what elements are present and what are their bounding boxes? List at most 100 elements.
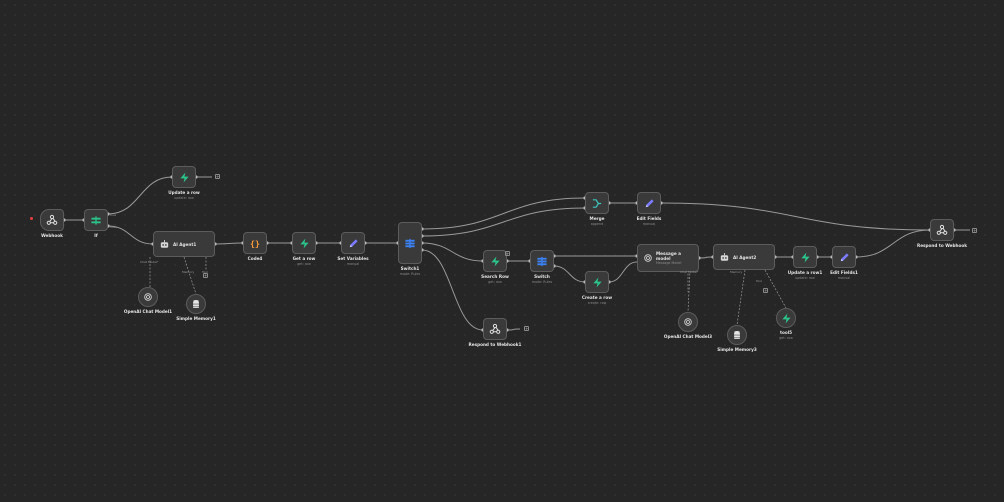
sub-connection (687, 269, 691, 313)
node-label: Edit Fields (636, 216, 662, 221)
node-subtitle: mode: Rules (531, 279, 553, 284)
node-subtitle: mode: Rules (399, 271, 421, 276)
connection (608, 261, 638, 283)
cursor-dot (30, 217, 33, 220)
switch-icon (536, 256, 548, 267)
node-label: If (94, 233, 98, 238)
supabase-icon (781, 312, 792, 324)
connection (660, 202, 931, 231)
node-subtitle: create: row (587, 300, 607, 305)
node-code[interactable]: {} (243, 232, 267, 254)
node-label: Respond to Webhook (916, 243, 968, 248)
add-node-button[interactable]: + (763, 288, 768, 293)
node-switch1[interactable] (398, 222, 422, 264)
supabase-icon (179, 171, 190, 183)
port-label: Tool (756, 279, 762, 283)
sub-connection (736, 269, 746, 326)
node-openai-chat3[interactable] (678, 312, 698, 332)
connection (107, 225, 154, 245)
node-subtitle: Message Model (656, 261, 682, 265)
connection (421, 249, 484, 331)
node-merge[interactable] (585, 192, 609, 214)
node-subtitle: update: row (174, 195, 194, 200)
node-ai-agent1[interactable]: AI Agent1 (153, 231, 215, 257)
node-subtitle: get: row (488, 279, 502, 284)
code-icon: {} (249, 238, 261, 249)
connection (506, 328, 521, 331)
connection (107, 176, 173, 215)
node-edit-fields1[interactable] (832, 246, 856, 268)
node-label: Edit Fields1 (830, 270, 858, 275)
node-simple-memory1[interactable] (186, 294, 206, 314)
node-label: AI Agent2 (733, 254, 757, 260)
node-webhook[interactable] (40, 209, 64, 231)
node-label: OpenAI Chat Model3 (663, 334, 713, 339)
pencil-icon (348, 238, 359, 249)
port-label: Chat Model* (140, 260, 159, 264)
node-set-variables[interactable] (341, 232, 365, 254)
connection (421, 207, 586, 237)
node-label: tool5 (779, 330, 793, 335)
database-icon (191, 299, 201, 309)
node-subtitle: get: row (297, 261, 311, 266)
node-tool5[interactable] (776, 308, 796, 328)
node-label: Search Row (481, 274, 509, 279)
sub-connection (183, 256, 197, 295)
pencil-icon (644, 198, 655, 209)
supabase-icon (299, 237, 310, 249)
node-switch[interactable] (530, 250, 554, 272)
port-label: false (110, 225, 118, 229)
node-create-row[interactable] (585, 271, 609, 293)
node-label: Simple Memory1 (176, 316, 216, 321)
database-icon (732, 330, 742, 340)
node-label: Switch (534, 274, 550, 279)
connection (855, 229, 931, 258)
merge-icon (591, 198, 603, 209)
supabase-icon (490, 255, 501, 267)
node-respond-webhook1[interactable] (483, 318, 507, 340)
node-label: Create a row (581, 295, 613, 300)
node-label: Respond to Webhook1 (468, 342, 522, 347)
node-simple-memory3[interactable] (727, 325, 747, 345)
robot-icon (719, 252, 730, 263)
add-node-button[interactable]: + (972, 228, 977, 233)
node-subtitle: update: row (795, 275, 815, 280)
port-label: Memory (730, 270, 743, 274)
add-node-button[interactable]: + (215, 174, 220, 179)
sub-connection (764, 269, 787, 309)
node-label: Get a row (292, 256, 316, 261)
node-subtitle: get: row (779, 335, 793, 340)
openai-icon (683, 317, 693, 327)
node-search-row[interactable] (483, 250, 507, 272)
node-get-row[interactable] (292, 232, 316, 254)
node-subtitle: manual (642, 221, 656, 226)
add-node-button[interactable]: + (505, 251, 510, 256)
svg-text:{}: {} (250, 238, 260, 248)
node-label: Simple Memory3 (717, 347, 757, 352)
node-openai-chat1[interactable] (138, 287, 158, 307)
node-label: OpenAI Chat Model1 (123, 309, 173, 314)
node-label: Update a row (168, 190, 200, 195)
node-label: Update a row1 (787, 270, 823, 275)
node-if[interactable] (84, 209, 108, 231)
supabase-icon (592, 276, 603, 288)
node-respond-webhook[interactable] (930, 219, 954, 241)
node-update-row[interactable] (172, 166, 196, 188)
robot-icon (159, 239, 170, 250)
node-ai-agent2[interactable]: AI Agent2 (713, 244, 775, 270)
add-node-button[interactable]: + (203, 273, 208, 278)
node-label: Code4 (247, 256, 263, 261)
add-node-button[interactable]: + (524, 326, 529, 331)
respond-icon (936, 224, 948, 236)
node-update-row1[interactable] (793, 246, 817, 268)
node-subtitle: append (590, 221, 604, 226)
webhook-icon (46, 214, 58, 226)
node-subtitle: manual (346, 261, 360, 266)
switch-icon (404, 238, 416, 249)
node-edit-fields[interactable] (637, 192, 661, 214)
pencil-icon (839, 252, 850, 263)
port-label: Chat Model* (680, 270, 699, 274)
